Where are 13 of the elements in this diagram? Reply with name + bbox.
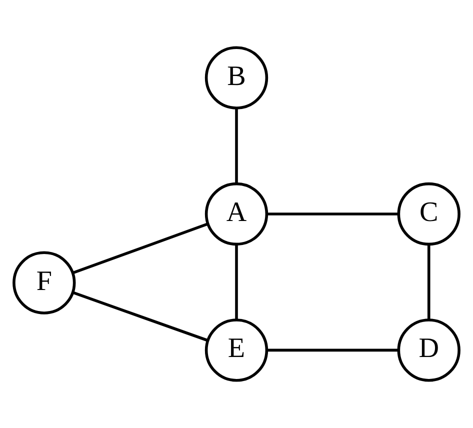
connector xyxy=(266,348,398,352)
connector xyxy=(72,291,208,342)
node-circle: E xyxy=(204,318,268,382)
connector xyxy=(427,244,430,320)
node-circle: A xyxy=(204,182,268,246)
node-circle: B xyxy=(204,46,268,110)
node-circle: D xyxy=(397,318,460,382)
node-circle: C xyxy=(397,182,460,246)
node-circle: F xyxy=(12,251,76,314)
connector xyxy=(266,212,398,216)
connector xyxy=(72,222,208,274)
connector xyxy=(235,244,238,320)
connector xyxy=(235,108,238,184)
